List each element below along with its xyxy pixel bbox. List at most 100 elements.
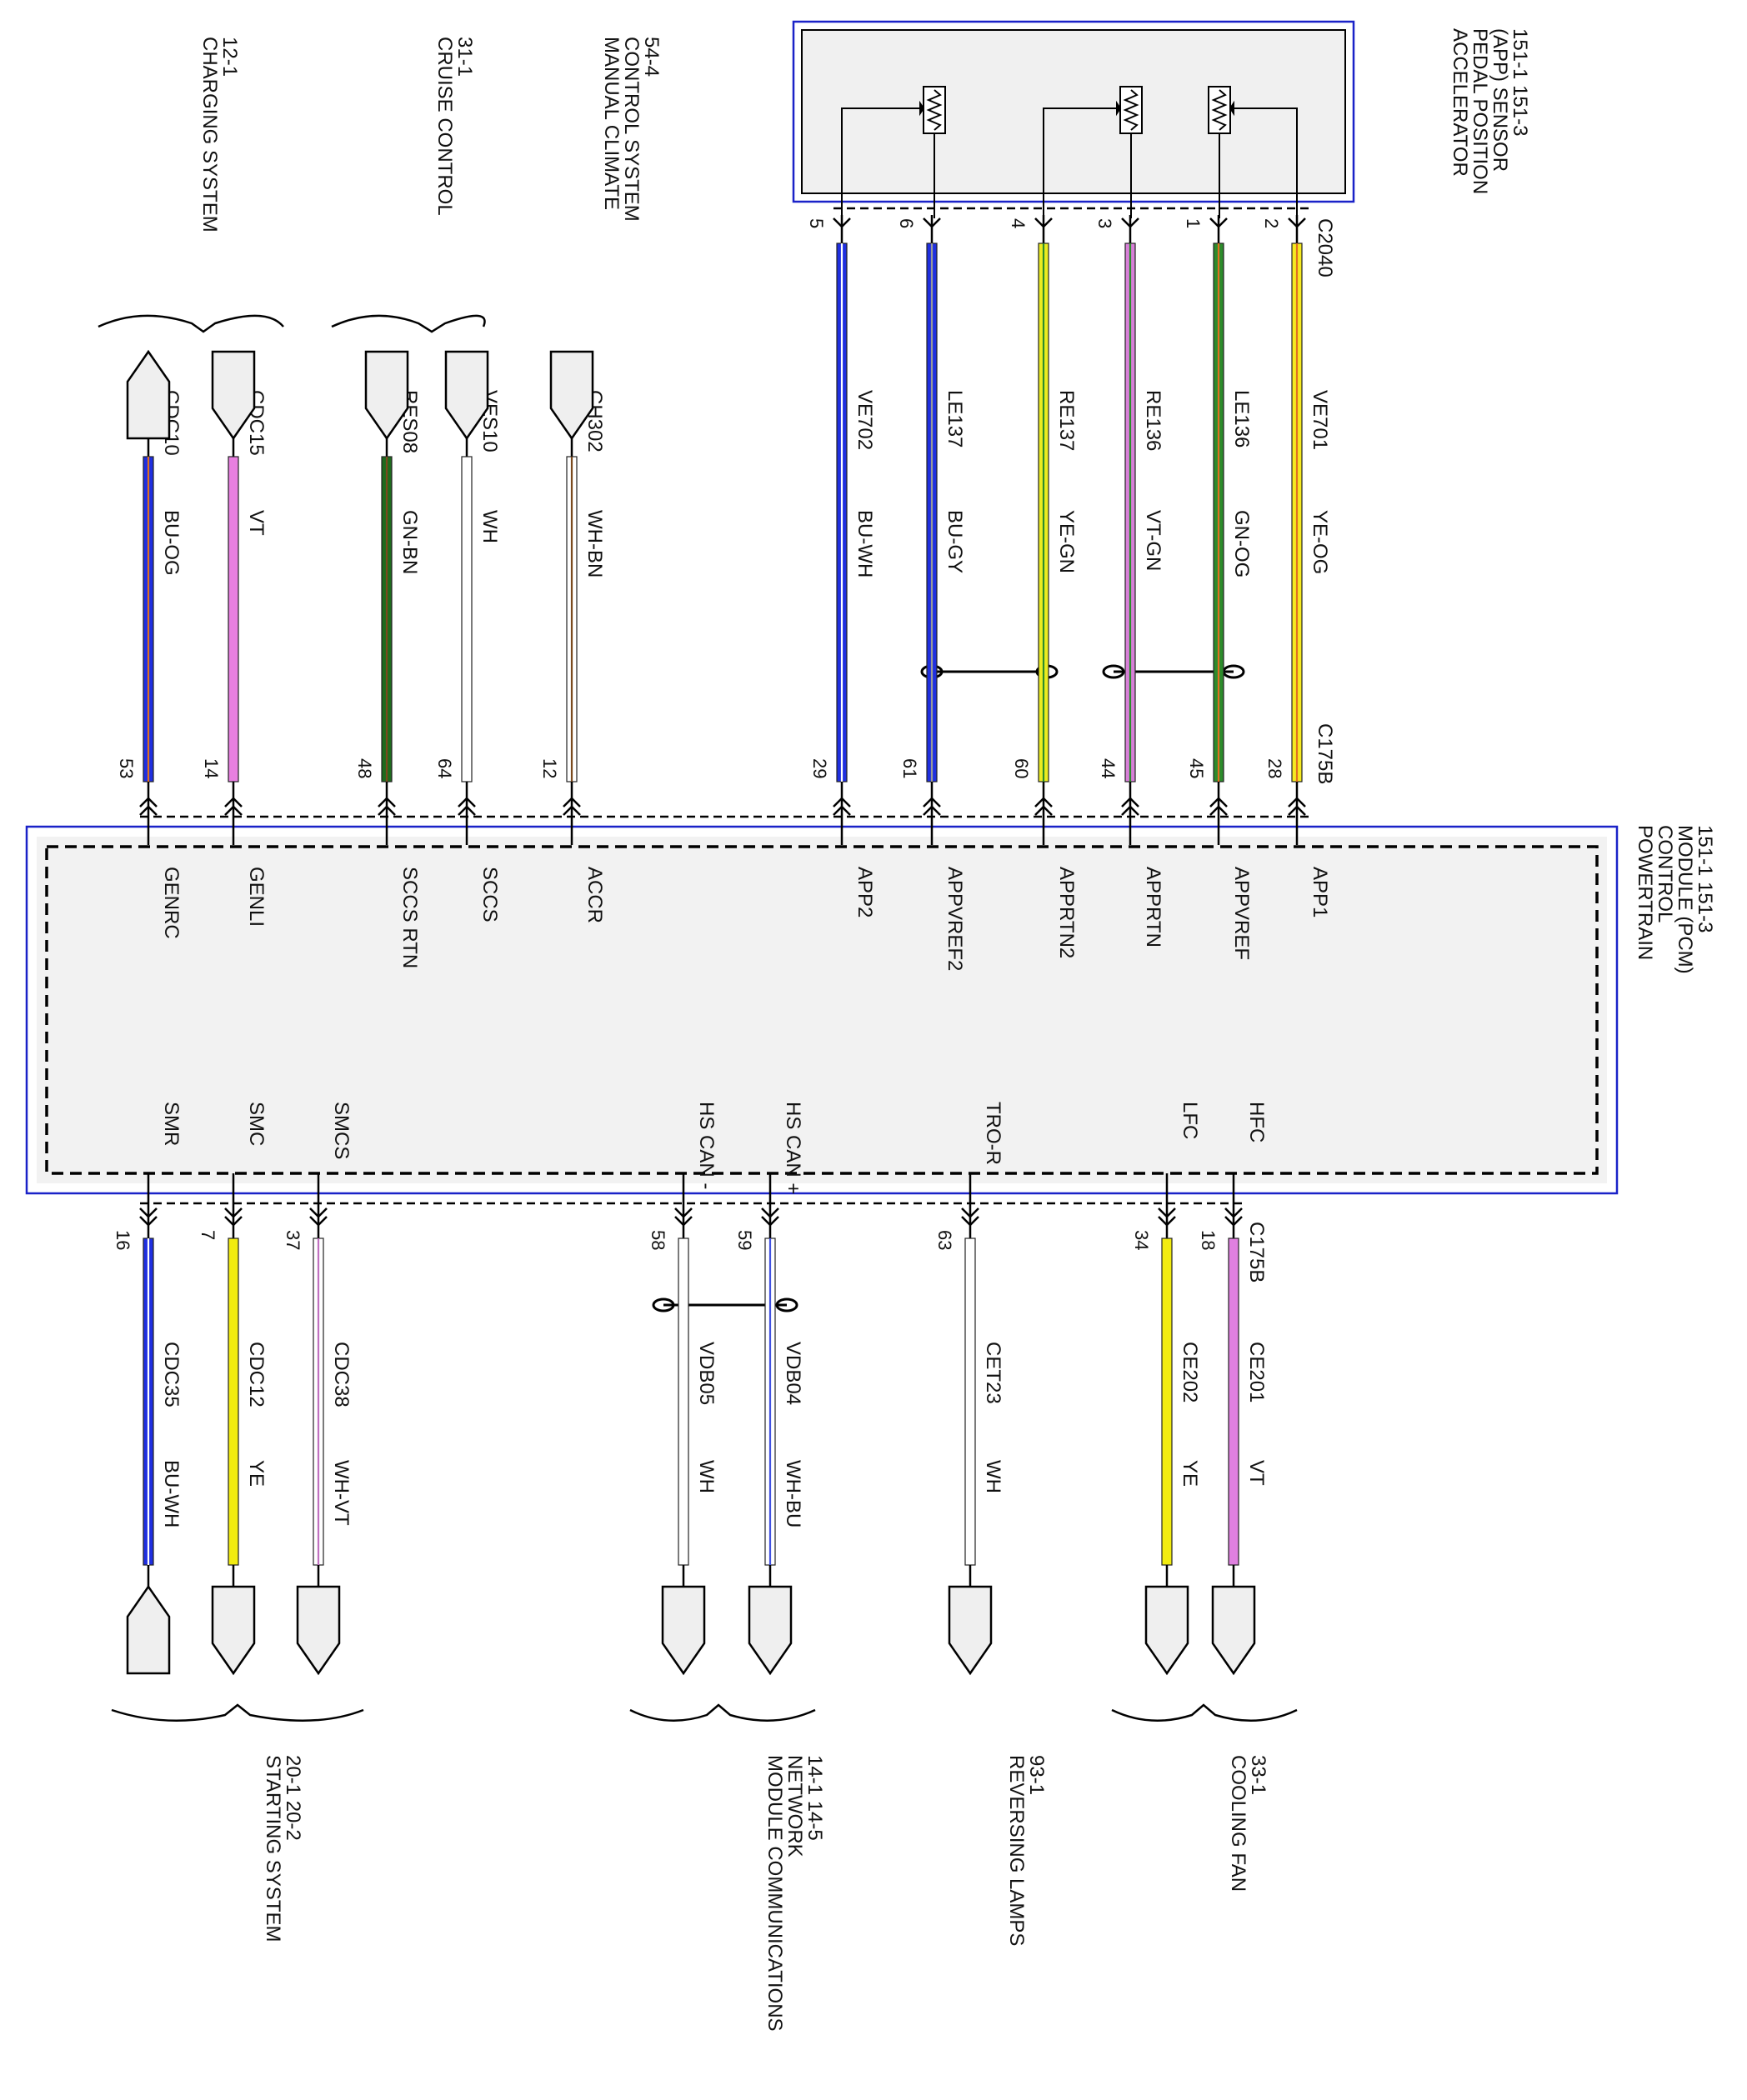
- wire-cdc12: [228, 1238, 239, 1566]
- pcm-signal-4: ACCR: [583, 867, 606, 923]
- terminal-cooling-hfc: [1211, 1585, 1256, 1676]
- wires-layer: 53CDC10BU-OGGENRC14CDC15VTGENLI48RES08GN…: [113, 215, 1331, 1676]
- pcm-low-arrow-4: [761, 1208, 779, 1218]
- pcm-pin-2: 48: [354, 758, 375, 778]
- pcm-signal-1: GENLI: [245, 867, 268, 927]
- sensor-pin-6: 6: [896, 218, 917, 228]
- c175b-top-label: C175B: [1314, 723, 1336, 784]
- pcm-title-line-4: 151-1 151-3: [1694, 825, 1716, 932]
- pcm-pin-arrow-2: [378, 797, 396, 808]
- pcm-low-arrow2-6: [1158, 1216, 1176, 1227]
- color-code-res08: GN-BN: [398, 510, 421, 574]
- circuit-label-le137: LE137: [944, 390, 966, 448]
- pcm-pin-10: 28: [1264, 758, 1285, 778]
- cooling-fan-ref: 33-1: [1247, 1755, 1269, 1795]
- pcm-low-pin-7: 18: [1198, 1230, 1219, 1250]
- pcm-pin-arrow2-9: [1209, 805, 1228, 816]
- sensor-pin-arrow-6: [923, 218, 941, 228]
- sensor-pin-5: 5: [806, 218, 827, 228]
- color-code-le137: BU-GY: [944, 510, 966, 573]
- pcm-low-pin-4: 59: [734, 1230, 755, 1250]
- circuit-label-ve702: VE702: [853, 390, 876, 450]
- circuit-label-le136: LE136: [1230, 390, 1253, 448]
- app-sensor-box: [792, 20, 1355, 203]
- sensor-pin-arrow-10: [1288, 218, 1306, 228]
- circuit-label-cdc38: CDC38: [330, 1342, 353, 1408]
- pcm-low-signal-1: SMC: [245, 1102, 268, 1146]
- pcm-low-pin-1: 7: [198, 1230, 218, 1240]
- pcm-pin-arrow-3: [458, 797, 476, 808]
- pcm-pin-arrow2-7: [1034, 805, 1053, 816]
- app-sensor-title: ACCELERATOR PEDAL POSITION (APP) SENSOR …: [1449, 28, 1531, 194]
- pcm-pin-arrow-10: [1288, 797, 1306, 808]
- pcm-low-arrow-2: [309, 1208, 328, 1218]
- sensor-pin-arrow-7: [1034, 218, 1053, 228]
- pcm-pin-7: 60: [1011, 758, 1032, 778]
- pcm-pin-arrow-9: [1209, 797, 1228, 808]
- app-sensor-resistors: [841, 86, 1298, 218]
- color-code-vdb04: WH-BU: [782, 1460, 804, 1528]
- pcm-pin-arrow2-8: [1121, 805, 1139, 816]
- cooling-fan-name: COOLING FAN: [1227, 1755, 1249, 1892]
- circuit-label-cet23: CET23: [982, 1342, 1004, 1404]
- pcm-pin-arrow-8: [1121, 797, 1139, 808]
- pcm-low-arrow2-5: [961, 1216, 979, 1227]
- sensor-pin-arrow-8: [1121, 218, 1139, 228]
- climate-ref: 54-4: [640, 37, 663, 77]
- pcm-low-arrow-5: [961, 1208, 979, 1218]
- pcm-low-arrow2-2: [309, 1216, 328, 1227]
- network-name-line-2: NETWORK: [783, 1755, 806, 1858]
- pcm-pin-arrow-6: [923, 797, 941, 808]
- pcm-signal-2: SCCS RTN: [398, 867, 421, 968]
- pcm-low-arrow2-3: [674, 1216, 693, 1227]
- color-code-cdc38: WH-VT: [330, 1460, 353, 1526]
- wire-vdb05: [678, 1238, 689, 1566]
- wire-cet23: [964, 1238, 976, 1566]
- circuit-label-vdb04: VDB04: [782, 1342, 804, 1405]
- sensor-pin-7: 4: [1008, 218, 1029, 228]
- system-label-cruise: CRUISE CONTROL 31-1: [433, 37, 476, 216]
- terminal-network-can-high: [748, 1585, 793, 1676]
- pcm-pin-arrow2-6: [923, 805, 941, 816]
- sensor-pin-arrow-5: [833, 218, 851, 228]
- c2040-label: C2040: [1314, 218, 1336, 278]
- circuit-label-re136: RE136: [1142, 390, 1164, 451]
- app-title-line-4: 151-1 151-3: [1509, 28, 1531, 136]
- circuit-label-vdb05: VDB05: [695, 1342, 718, 1405]
- charging-system-name: CHARGING SYSTEM: [198, 37, 221, 232]
- app-title-line-3: (APP) SENSOR: [1489, 28, 1511, 172]
- pcm-pin-arrow2-3: [458, 805, 476, 816]
- terminal-starting-smc: [211, 1585, 256, 1676]
- terminal-starting-smcs: [296, 1585, 341, 1676]
- color-code-cet23: WH: [982, 1460, 1004, 1493]
- terminal-cooling-lfc: [1144, 1585, 1189, 1676]
- pcm-signal-6: APPVREF2: [944, 867, 966, 971]
- pcm-low-signal-3: HS CAN -: [695, 1102, 718, 1189]
- pcm-signal-8: APPRTN: [1142, 867, 1164, 948]
- reversing-lamps-name: REVERSING LAMPS: [1005, 1755, 1028, 1946]
- pcm-low-arrow2-7: [1224, 1216, 1243, 1227]
- sensor-pin-8: 3: [1094, 218, 1115, 228]
- starting-system-ref: 20-1 20-2: [282, 1755, 304, 1841]
- pcm-pin-arrow-1: [224, 797, 243, 808]
- charging-system-ref: 12-1: [218, 37, 241, 77]
- pcm-pin-8: 44: [1098, 758, 1119, 778]
- pcm-pin-9: 45: [1186, 758, 1207, 778]
- pcm-low-arrow2-0: [139, 1216, 158, 1227]
- pcm-pin-arrow2-10: [1288, 805, 1306, 816]
- pcm-low-arrow2-4: [761, 1216, 779, 1227]
- terminal-starting-smr: [126, 1584, 171, 1675]
- pcm-low-pin-0: 16: [113, 1230, 133, 1250]
- pcm-pin-4: 12: [539, 758, 560, 778]
- sensor-pin-10: 2: [1261, 218, 1282, 228]
- color-code-ve702: BU-WH: [853, 510, 876, 578]
- pcm-pin-0: 53: [116, 758, 137, 778]
- sensor-pin-9: 1: [1183, 218, 1204, 228]
- pcm-pin-arrow-5: [833, 797, 851, 808]
- system-label-starting: STARTING SYSTEM 20-1 20-2: [262, 1755, 304, 1942]
- system-braces-bottom: [111, 1703, 1298, 1722]
- circuit-label-cdc35: CDC35: [160, 1342, 183, 1408]
- pcm-title-line-1: POWERTRAIN: [1634, 825, 1656, 960]
- color-code-cdc15: VT: [245, 510, 268, 536]
